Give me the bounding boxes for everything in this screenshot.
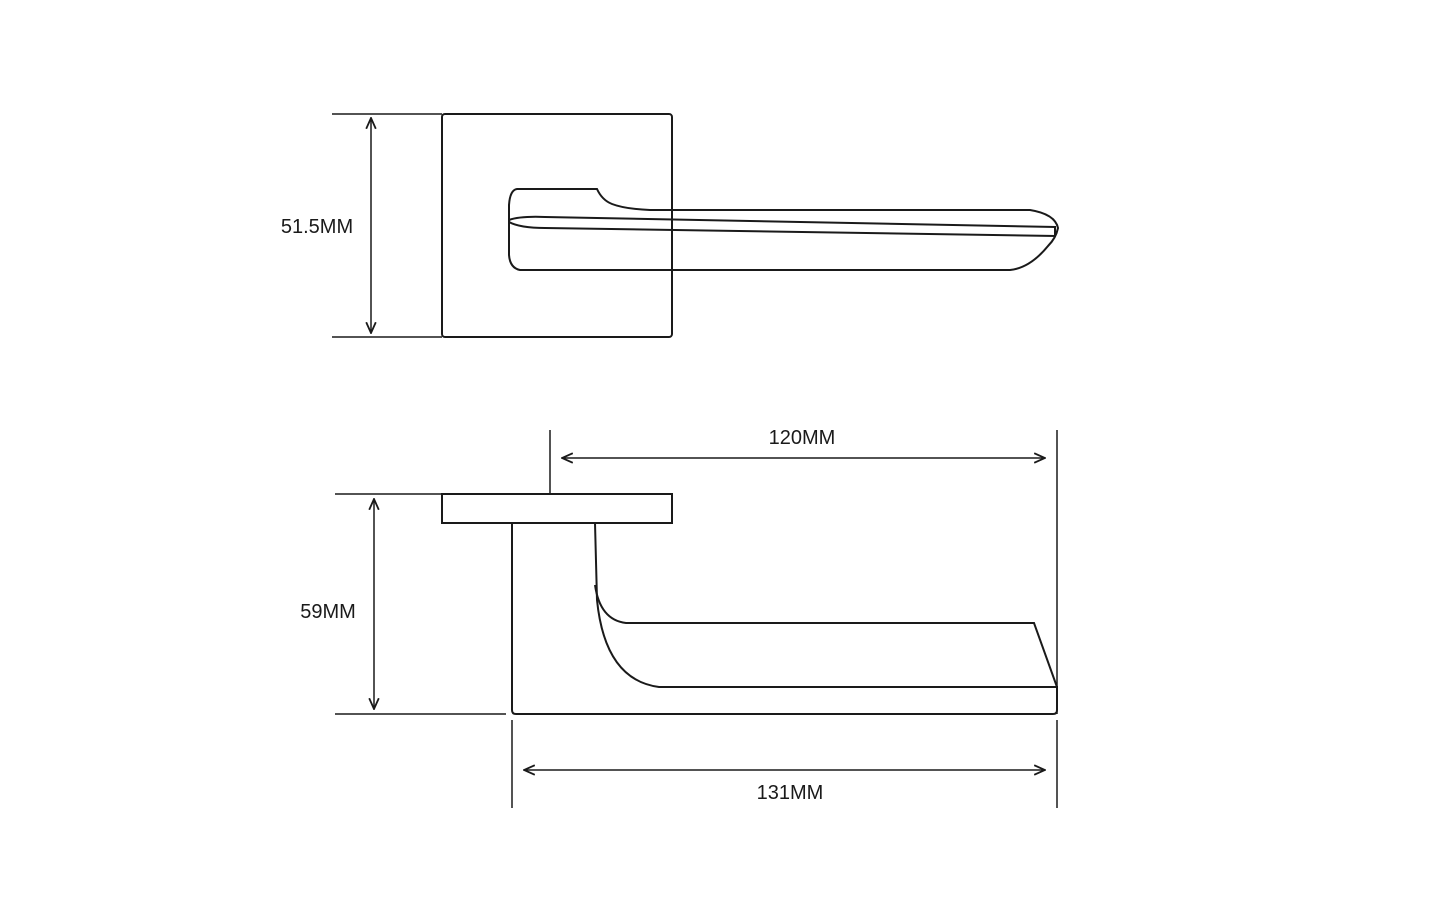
lever-groove-lower — [508, 221, 1057, 237]
dimension-label-projection: 120MM — [769, 427, 836, 449]
dimension-label-height: 59MM — [300, 601, 356, 623]
top-view: 51.5MM — [281, 113, 1060, 338]
lever-outline-top — [508, 188, 1060, 271]
dimension-label-total-length: 131MM — [757, 782, 824, 804]
lever-groove-upper — [508, 215, 1057, 228]
square-rose-plate — [441, 113, 673, 338]
lever-top-edge — [594, 584, 1058, 688]
dimension-label-rose-height: 51.5MM — [281, 216, 353, 238]
side-view: 120MM 59MM 131MM — [300, 427, 1058, 808]
lever-profile — [511, 522, 1058, 715]
rose-profile — [441, 493, 673, 524]
